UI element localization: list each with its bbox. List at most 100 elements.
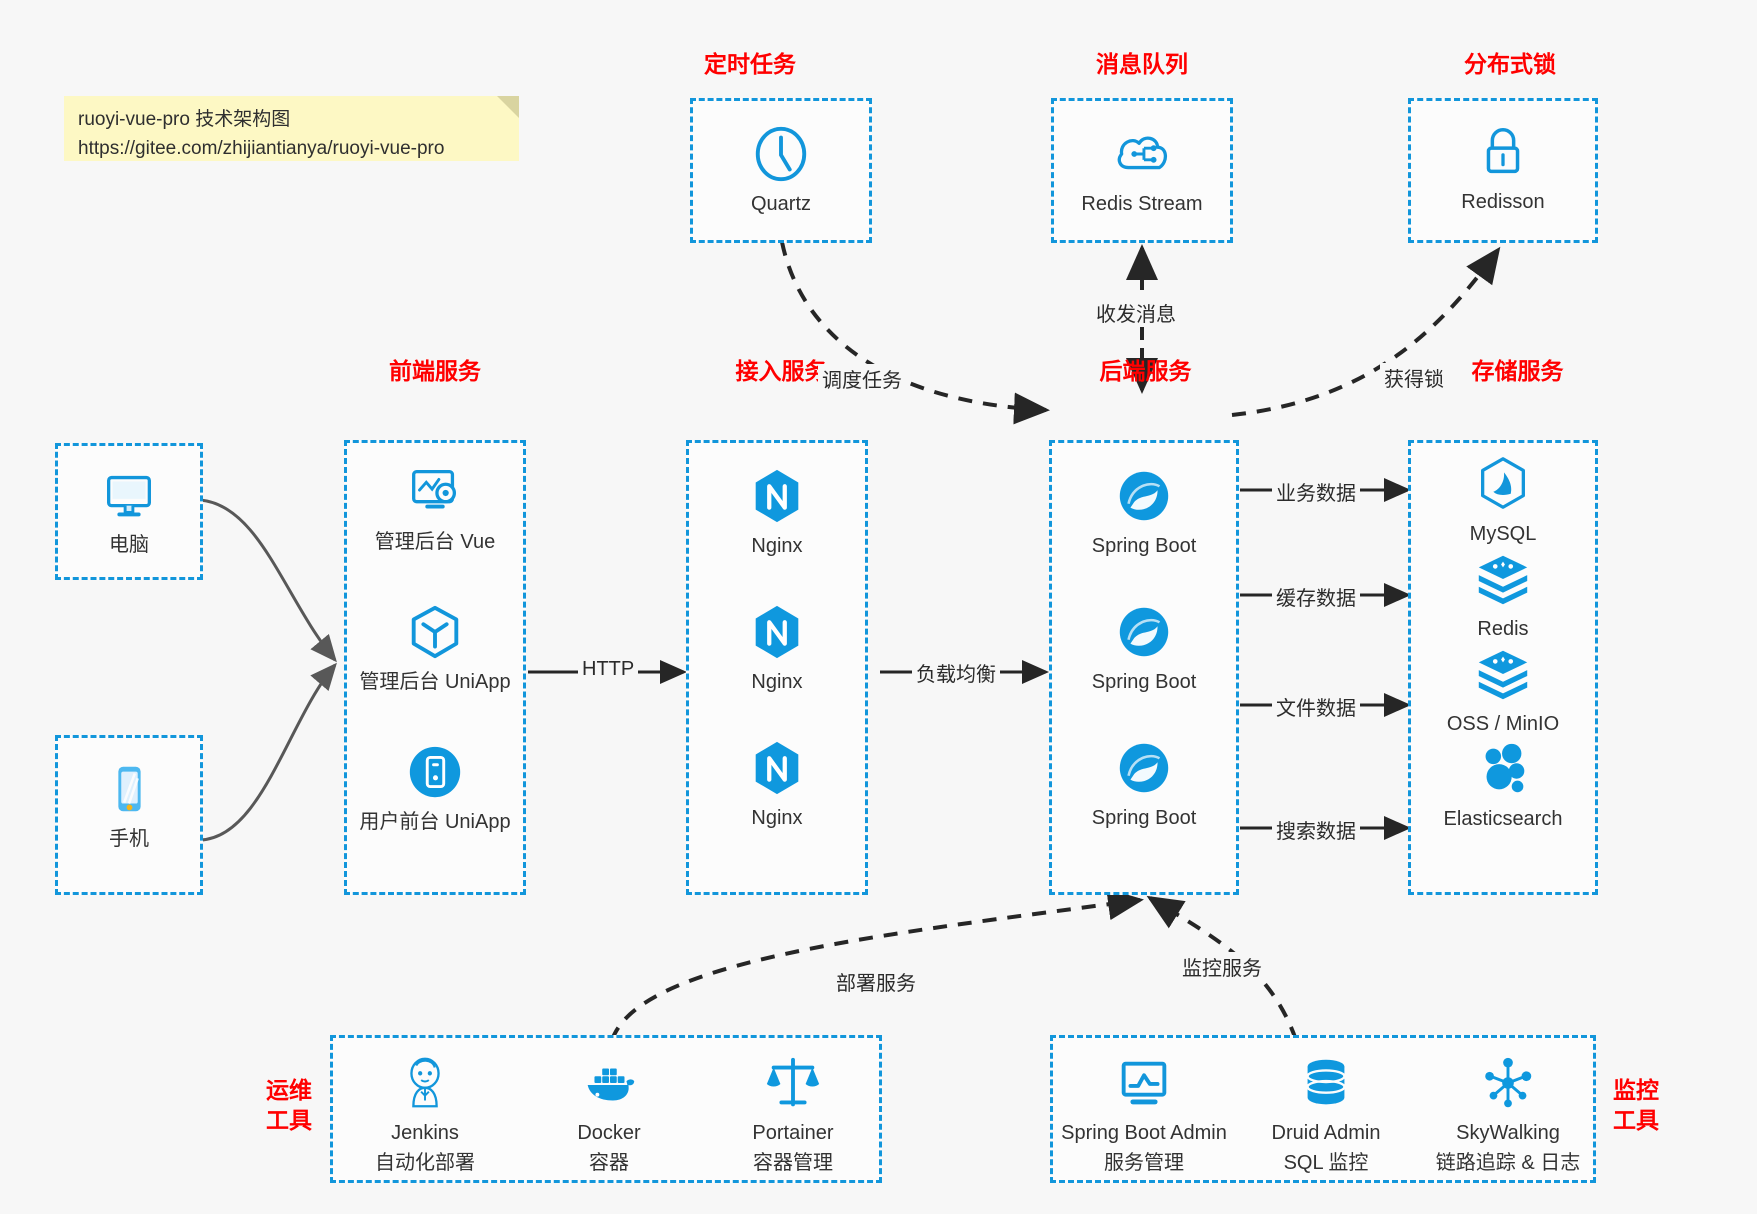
node-mysql[interactable]: MySQL	[1411, 453, 1595, 547]
dashboard-vue-icon	[412, 470, 457, 509]
node-label-spring-boot-admin: Spring Boot Admin	[1061, 1122, 1227, 1144]
group-title-monitoring-line2: 工具	[1613, 1107, 1659, 1134]
node-label-redisson: Redisson	[1461, 191, 1545, 213]
node-label-elasticsearch: Elasticsearch	[1443, 808, 1563, 830]
elasticsearch-icon	[1485, 743, 1525, 793]
group-box-frontend: 管理后台 Vue 管理后台 UniApp 用户前台 UniApp	[344, 440, 526, 895]
node-docker[interactable]: Docker 容器	[517, 1052, 701, 1175]
node-spring-boot-admin[interactable]: Spring Boot Admin 服务管理	[1053, 1052, 1235, 1175]
group-title-frontend: 前端服务	[389, 358, 481, 384]
node-redis-stream[interactable]: Redis Stream	[1054, 123, 1230, 217]
node-label-portainer: Portainer	[752, 1122, 834, 1144]
mobile-phone-icon	[118, 766, 141, 812]
group-title-monitoring-line1: 监控	[1613, 1077, 1659, 1103]
node-redisson[interactable]: Redisson	[1411, 121, 1595, 215]
node-sub-portainer: 容器管理	[753, 1152, 833, 1174]
node-label-jenkins: Jenkins	[391, 1122, 459, 1144]
spring-boot-icon	[1119, 471, 1169, 521]
note-title: ruoyi-vue-pro 技术架构图	[78, 109, 291, 130]
node-sub-jenkins: 自动化部署	[375, 1152, 475, 1174]
node-label-admin-uniapp: 管理后台 UniApp	[359, 671, 511, 693]
node-mobile-phone[interactable]: 手机	[58, 758, 200, 852]
node-spring-boot-2[interactable]: Spring Boot	[1052, 601, 1236, 695]
nginx-icon	[755, 741, 799, 795]
diagram-note: ruoyi-vue-pro 技术架构图 https://gitee.com/zh…	[64, 96, 519, 161]
node-portainer[interactable]: Portainer 容器管理	[701, 1052, 885, 1175]
node-label-spring-boot-3: Spring Boot	[1091, 807, 1197, 829]
edge-label-http: HTTP	[578, 658, 639, 681]
node-spring-boot-1[interactable]: Spring Boot	[1052, 465, 1236, 559]
node-label-quartz: Quartz	[750, 193, 812, 215]
node-jenkins[interactable]: Jenkins 自动化部署	[333, 1052, 517, 1175]
node-label-nginx-2: Nginx	[751, 671, 803, 693]
node-admin-vue[interactable]: 管理后台 Vue	[347, 461, 523, 555]
spring-boot-admin-icon	[1121, 1061, 1167, 1105]
node-spring-boot-3[interactable]: Spring Boot	[1052, 737, 1236, 831]
edge-label-send-receive-message: 收发消息	[1092, 298, 1180, 327]
edge-label-business-data: 业务数据	[1272, 477, 1360, 506]
group-box-devops: Jenkins 自动化部署 Docker 容器	[330, 1035, 882, 1183]
redis-icon	[1478, 555, 1528, 605]
edge-label-file-data: 文件数据	[1272, 692, 1360, 721]
node-oss-minio[interactable]: OSS / MinIO	[1411, 643, 1595, 737]
nginx-icon	[755, 605, 799, 659]
node-label-docker: Docker	[577, 1122, 641, 1144]
group-title-scheduled-task: 定时任务	[704, 51, 796, 77]
edge-label-schedule-task: 调度任务	[818, 364, 906, 393]
node-quartz[interactable]: Quartz	[693, 123, 869, 217]
node-redis[interactable]: Redis	[1411, 548, 1595, 642]
node-sub-spring-boot-admin: 服务管理	[1104, 1152, 1184, 1174]
node-desktop[interactable]: 电脑	[58, 464, 200, 558]
node-nginx-2[interactable]: Nginx	[689, 601, 865, 695]
group-box-distributed-lock: Redisson	[1408, 98, 1598, 243]
oss-minio-icon	[1478, 650, 1528, 700]
node-label-user-uniapp: 用户前台 UniApp	[359, 811, 511, 833]
group-box-monitoring: Spring Boot Admin 服务管理 Druid Admin SQL 监…	[1050, 1035, 1596, 1183]
edge-label-monitor-service: 监控服务	[1178, 952, 1266, 981]
node-label-desktop: 电脑	[109, 534, 149, 556]
node-nginx-1[interactable]: Nginx	[689, 465, 865, 559]
node-label-mysql: MySQL	[1469, 523, 1537, 545]
node-skywalking[interactable]: SkyWalking 链路追踪 & 日志	[1417, 1052, 1599, 1175]
group-title-devops-line2: 工具	[266, 1107, 312, 1134]
mysql-icon	[1481, 457, 1525, 509]
spring-boot-icon	[1119, 743, 1169, 793]
group-box-scheduled-task: Quartz	[690, 98, 872, 243]
group-title-distributed-lock: 分布式锁	[1464, 51, 1556, 77]
node-admin-uniapp[interactable]: 管理后台 UniApp	[347, 601, 523, 695]
node-sub-docker: 容器	[589, 1152, 629, 1174]
group-box-storage: MySQL Redis OSS / MinIO	[1408, 440, 1598, 895]
node-label-oss-minio: OSS / MinIO	[1446, 713, 1560, 735]
node-label-nginx-1: Nginx	[751, 535, 803, 557]
desktop-icon	[107, 475, 151, 517]
portainer-icon	[766, 1057, 820, 1107]
node-label-skywalking: SkyWalking	[1456, 1122, 1560, 1144]
uniapp-cube-icon	[411, 605, 459, 659]
group-box-gateway: Nginx Nginx Nginx	[686, 440, 868, 895]
group-title-devops: 运维 工具	[258, 1075, 320, 1136]
node-elasticsearch[interactable]: Elasticsearch	[1411, 738, 1595, 832]
edge-label-deploy-service: 部署服务	[832, 967, 920, 996]
client-box-desktop: 电脑	[55, 443, 203, 580]
group-title-storage: 存储服务	[1471, 358, 1564, 384]
group-title-monitoring: 监控 工具	[1605, 1075, 1667, 1136]
edge-label-acquire-lock: 获得锁	[1380, 363, 1448, 392]
druid-db-icon	[1306, 1059, 1346, 1105]
node-user-uniapp[interactable]: 用户前台 UniApp	[347, 741, 523, 835]
group-title-backend: 后端服务	[1099, 358, 1192, 384]
skywalking-icon	[1485, 1057, 1532, 1108]
lock-icon	[1486, 128, 1520, 174]
group-box-backend: Spring Boot Spring Boot Spring Boot	[1049, 440, 1239, 895]
node-label-admin-vue: 管理后台 Vue	[374, 531, 496, 553]
group-box-message-queue: Redis Stream	[1051, 98, 1233, 243]
spring-boot-icon	[1119, 607, 1169, 657]
cloud-stream-icon	[1117, 136, 1168, 170]
group-title-message-queue: 消息队列	[1096, 51, 1188, 77]
node-sub-druid-admin: SQL 监控	[1283, 1152, 1369, 1174]
node-druid-admin[interactable]: Druid Admin SQL 监控	[1235, 1052, 1417, 1175]
node-nginx-3[interactable]: Nginx	[689, 737, 865, 831]
edge-label-load-balance: 负载均衡	[912, 658, 1000, 687]
note-fold-icon	[497, 96, 519, 118]
client-box-mobile: 手机	[55, 735, 203, 895]
clock-icon	[755, 126, 807, 182]
